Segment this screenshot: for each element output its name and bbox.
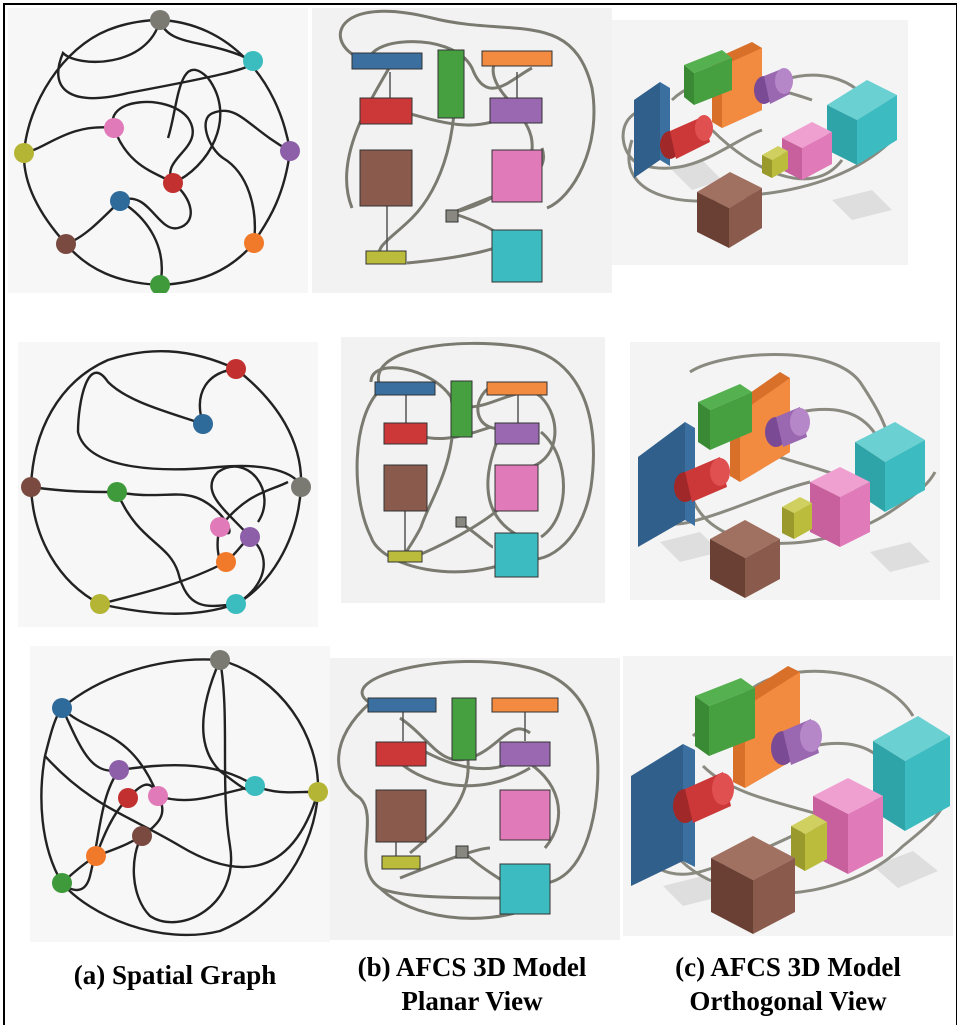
planar-view-panel-2 bbox=[341, 337, 605, 603]
caption-b-line1: (b) AFCS 3D Model bbox=[357, 952, 587, 982]
caption-orthogonal-view: (c) AFCS 3D Model Orthogonal View bbox=[638, 950, 938, 1018]
orthogonal-view-panel-1 bbox=[612, 20, 908, 265]
planar-view-panel-3 bbox=[330, 658, 620, 940]
spatial-graph-panel-2 bbox=[18, 342, 318, 627]
spatial-graph-panel-1 bbox=[8, 8, 308, 293]
caption-c-line2: Orthogonal View bbox=[689, 986, 887, 1016]
orthogonal-view-panel-3 bbox=[623, 656, 953, 936]
caption-a-text: (a) Spatial Graph bbox=[73, 960, 277, 990]
spatial-graph-panel-3 bbox=[30, 646, 330, 942]
planar-view-panel-1 bbox=[312, 8, 612, 293]
caption-c-line1: (c) AFCS 3D Model bbox=[675, 952, 901, 982]
caption-b-line2: Planar View bbox=[401, 986, 543, 1016]
caption-spatial-graph: (a) Spatial Graph bbox=[30, 958, 320, 992]
caption-planar-view: (b) AFCS 3D Model Planar View bbox=[322, 950, 622, 1018]
orthogonal-view-panel-2 bbox=[630, 342, 940, 600]
